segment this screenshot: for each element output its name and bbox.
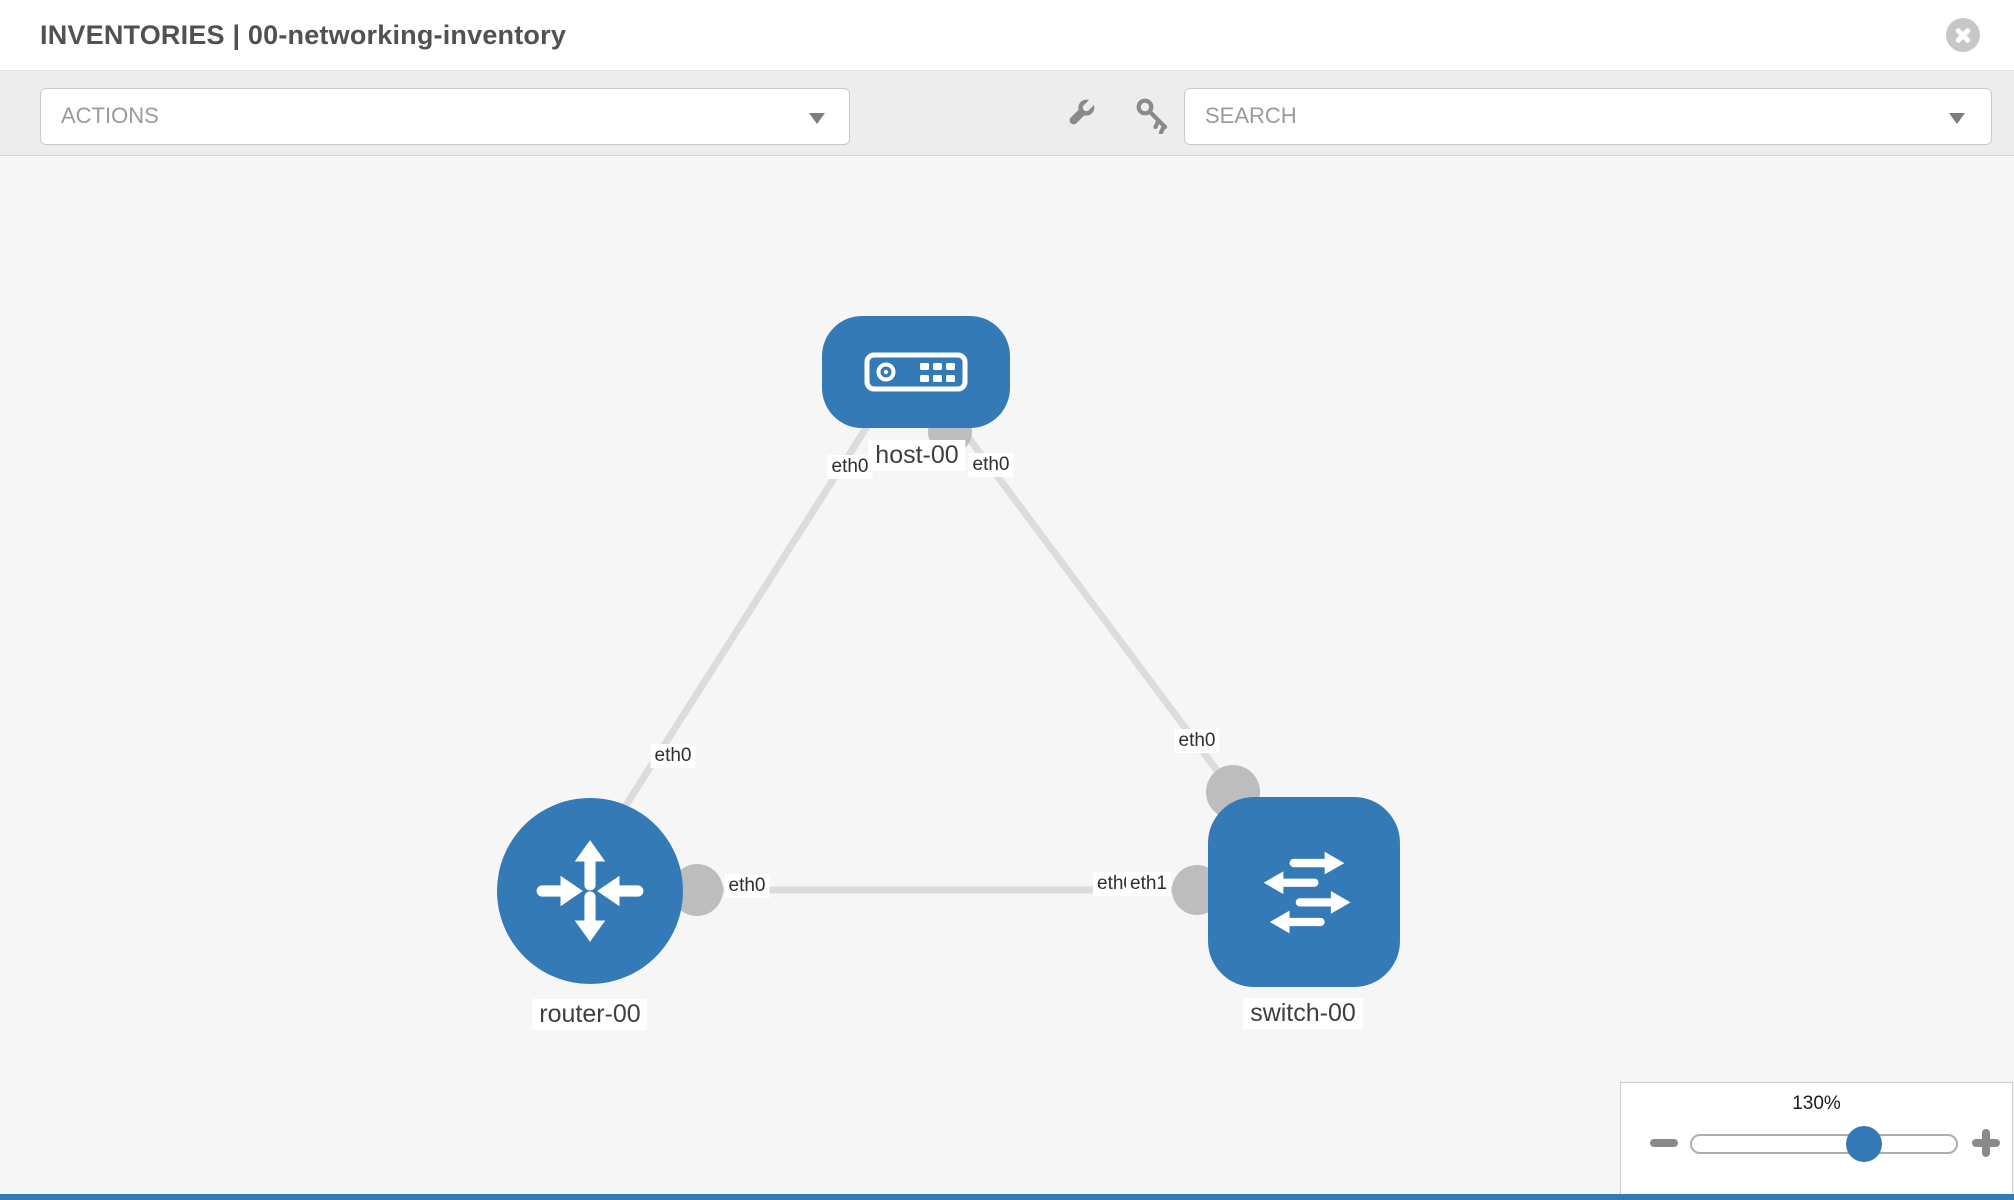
router-icon: [536, 840, 644, 942]
footer-accent-bar: [0, 1194, 2014, 1200]
interface-label: eth0: [724, 874, 770, 898]
node-switch-00[interactable]: [1208, 797, 1400, 987]
topology-links-layer: [586, 402, 1304, 916]
zoom-out-button[interactable]: [1650, 1139, 1678, 1147]
node-label-host: host-00: [868, 440, 966, 471]
zoom-level-label: 130%: [1792, 1093, 1841, 1114]
node-label-router: router-00: [532, 999, 648, 1030]
actions-dropdown[interactable]: ACTIONS: [40, 88, 850, 145]
search-dropdown[interactable]: SEARCH: [1184, 88, 1992, 145]
zoom-panel: 130%: [1620, 1082, 2013, 1200]
zoom-slider-track[interactable]: [1690, 1134, 1958, 1154]
wrench-icon[interactable]: [1060, 94, 1100, 134]
interface-label: eth0: [650, 744, 696, 768]
search-dropdown-label: SEARCH: [1205, 103, 1297, 128]
zoom-slider-thumb[interactable]: [1846, 1126, 1882, 1162]
topology-canvas[interactable]: host-00 router-00 switch-00 eth0 eth0 et…: [0, 156, 2014, 1200]
header-bar: INVENTORIES | 00-networking-inventory: [0, 0, 2014, 71]
interface-label: eth0: [1174, 729, 1220, 753]
interface-connector[interactable]: [671, 864, 723, 916]
page-title: INVENTORIES | 00-networking-inventory: [40, 20, 567, 50]
switch-icon: [1263, 851, 1351, 934]
link-host-router[interactable]: [596, 402, 884, 850]
close-icon[interactable]: [1946, 18, 1980, 52]
node-label-switch: switch-00: [1243, 998, 1363, 1029]
chevron-down-icon: [809, 113, 825, 124]
interface-label: eth0: [968, 453, 1014, 477]
toolbar: ACTIONS SEARCH: [0, 71, 2014, 156]
interface-label: eth1: [1126, 872, 1171, 896]
actions-dropdown-label: ACTIONS: [61, 103, 159, 128]
chevron-down-icon: [1949, 113, 1965, 124]
interface-label: eth0: [827, 455, 873, 479]
key-icon[interactable]: [1132, 94, 1172, 134]
node-host-00[interactable]: [822, 316, 1010, 428]
zoom-in-button[interactable]: [1971, 1128, 2001, 1158]
node-router-00[interactable]: [497, 798, 683, 984]
host-icon: [864, 352, 968, 392]
